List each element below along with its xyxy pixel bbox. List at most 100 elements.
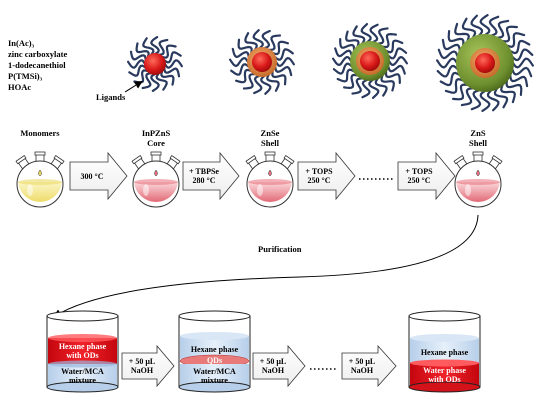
ligand-chain xyxy=(376,27,389,45)
ligand-chain xyxy=(436,57,459,69)
ligand-chain xyxy=(380,74,395,92)
droplet xyxy=(154,169,158,177)
arrow-step-3 xyxy=(297,151,356,201)
liquid-surface xyxy=(248,179,292,185)
ligand-chain xyxy=(486,89,500,112)
ligand-shell xyxy=(436,14,534,112)
ligand-chain xyxy=(141,72,153,90)
reagent-4: P(TMSi)₃ xyxy=(8,71,43,81)
ligand-chain xyxy=(351,77,364,95)
stage-zns-line1: ZnS xyxy=(470,128,486,138)
ligand-chain xyxy=(437,48,459,60)
beaker-2 xyxy=(178,310,251,393)
arrow-naoh-1 xyxy=(121,344,175,388)
flask-core xyxy=(131,151,181,208)
ligand-chain xyxy=(511,57,534,69)
beaker-3-bottom-label: Water phase with ODs xyxy=(410,366,479,384)
arrow-step-3-label: + TOPS 250 °C xyxy=(301,167,337,185)
ligand-chain xyxy=(160,70,175,86)
reagent-3: 1-dodecanethiol xyxy=(8,60,66,70)
beaker-1-top-label: Hexane phase with ODs xyxy=(48,342,117,360)
ligand-chain xyxy=(384,70,401,84)
beaker-3-bottom-line2: with ODs xyxy=(428,375,461,384)
ligand-chain xyxy=(163,59,183,69)
ligand-chain xyxy=(334,47,353,58)
glass-highlight xyxy=(27,184,33,196)
ligand-chain xyxy=(488,15,500,37)
stage-core: InPZnS Core xyxy=(142,128,170,148)
arrow-naoh-3 xyxy=(341,344,397,388)
arrow-step-1-label: 300 °C xyxy=(80,172,104,181)
ligand-chain xyxy=(511,48,534,62)
arrow-naoh-2-line2: NaOH xyxy=(261,366,285,375)
arrow-naoh-2-line1: + 50 μL xyxy=(259,357,287,366)
ligand-chain xyxy=(436,64,459,78)
droplet xyxy=(268,169,272,177)
ligand-chain xyxy=(352,25,366,45)
ligand-chain xyxy=(360,23,372,44)
ligand-chain xyxy=(493,87,509,109)
beaker-2-bottom-line1: Water/MCA xyxy=(193,367,236,376)
ligand-chain xyxy=(336,68,356,83)
ligand-chain xyxy=(454,22,470,43)
ligand-chain xyxy=(461,17,477,39)
ligand-chain xyxy=(163,51,182,64)
beaker-1-bottom-line2: mixture xyxy=(69,376,96,385)
ligand-chain xyxy=(231,47,250,59)
beaker-1 xyxy=(46,310,119,393)
ligand-chain xyxy=(447,30,465,47)
beaker-3 xyxy=(408,310,481,393)
glass-highlight xyxy=(257,184,263,196)
beaker-1-top-line1: Hexane phase xyxy=(58,342,107,351)
arrow-step-3-line1: + TOPS xyxy=(305,167,333,176)
ligand-chain xyxy=(470,14,484,37)
ligand-chain xyxy=(155,72,168,91)
droplet xyxy=(476,169,480,177)
ligand-chain xyxy=(128,64,147,77)
ligand-chain xyxy=(157,38,169,56)
ligand-chain xyxy=(374,77,388,97)
ligand-chain xyxy=(369,23,379,44)
ligand-chain xyxy=(501,25,518,43)
beaker-1-bottom-line1: Water/MCA xyxy=(61,367,104,376)
ligand-chain xyxy=(343,73,359,90)
arrow-naoh-3-label: + 50 μL NaOH xyxy=(344,357,380,375)
ligand-chain xyxy=(387,47,408,60)
ligand-chain xyxy=(237,38,253,55)
arrow-step-4-line2: 250 °C xyxy=(407,176,431,185)
glass-highlight xyxy=(143,184,149,196)
ligand-chain xyxy=(479,14,491,37)
ligand-chain xyxy=(252,29,264,50)
reagent-5: HOAc xyxy=(8,82,32,92)
beaker-1-bottom-label: Water/MCA mixture xyxy=(48,367,117,385)
stage-zns-line2: Shell xyxy=(469,138,487,148)
flask-monomers xyxy=(15,151,65,208)
ligand-shell xyxy=(229,29,295,95)
core-sphere xyxy=(360,51,380,71)
stage-znse-line2: Shell xyxy=(261,138,279,148)
arrow-step-4-line1: + TOPS xyxy=(405,167,433,176)
ligand-chain xyxy=(274,56,295,68)
core-sphere xyxy=(252,52,272,72)
ligand-chain xyxy=(505,79,523,96)
ligand-chain xyxy=(161,44,177,59)
droplet xyxy=(38,169,42,177)
ligand-chain xyxy=(244,32,258,51)
ligand-chain xyxy=(260,74,272,95)
core-sphere xyxy=(144,53,166,75)
particle-zns-shell-thin xyxy=(332,23,408,99)
flask-zns xyxy=(453,151,503,208)
ligand-chain xyxy=(266,73,280,92)
ligand-chain xyxy=(384,39,404,54)
ligand-chain xyxy=(345,30,360,48)
ligand-chain xyxy=(271,40,289,56)
reagent-2: zinc carboxylate xyxy=(8,49,68,59)
reagent-list: In(Ac)₃ zinc carboxylate 1-dodecanethiol… xyxy=(8,38,67,93)
stage-monomers: Monomers xyxy=(20,128,60,138)
arrow-naoh-3-line1: + 50 μL xyxy=(348,357,376,366)
ligand-chain xyxy=(150,72,160,92)
ligand-chain xyxy=(479,89,491,112)
liquid-surface xyxy=(456,179,500,185)
ligand-chain xyxy=(511,66,533,78)
